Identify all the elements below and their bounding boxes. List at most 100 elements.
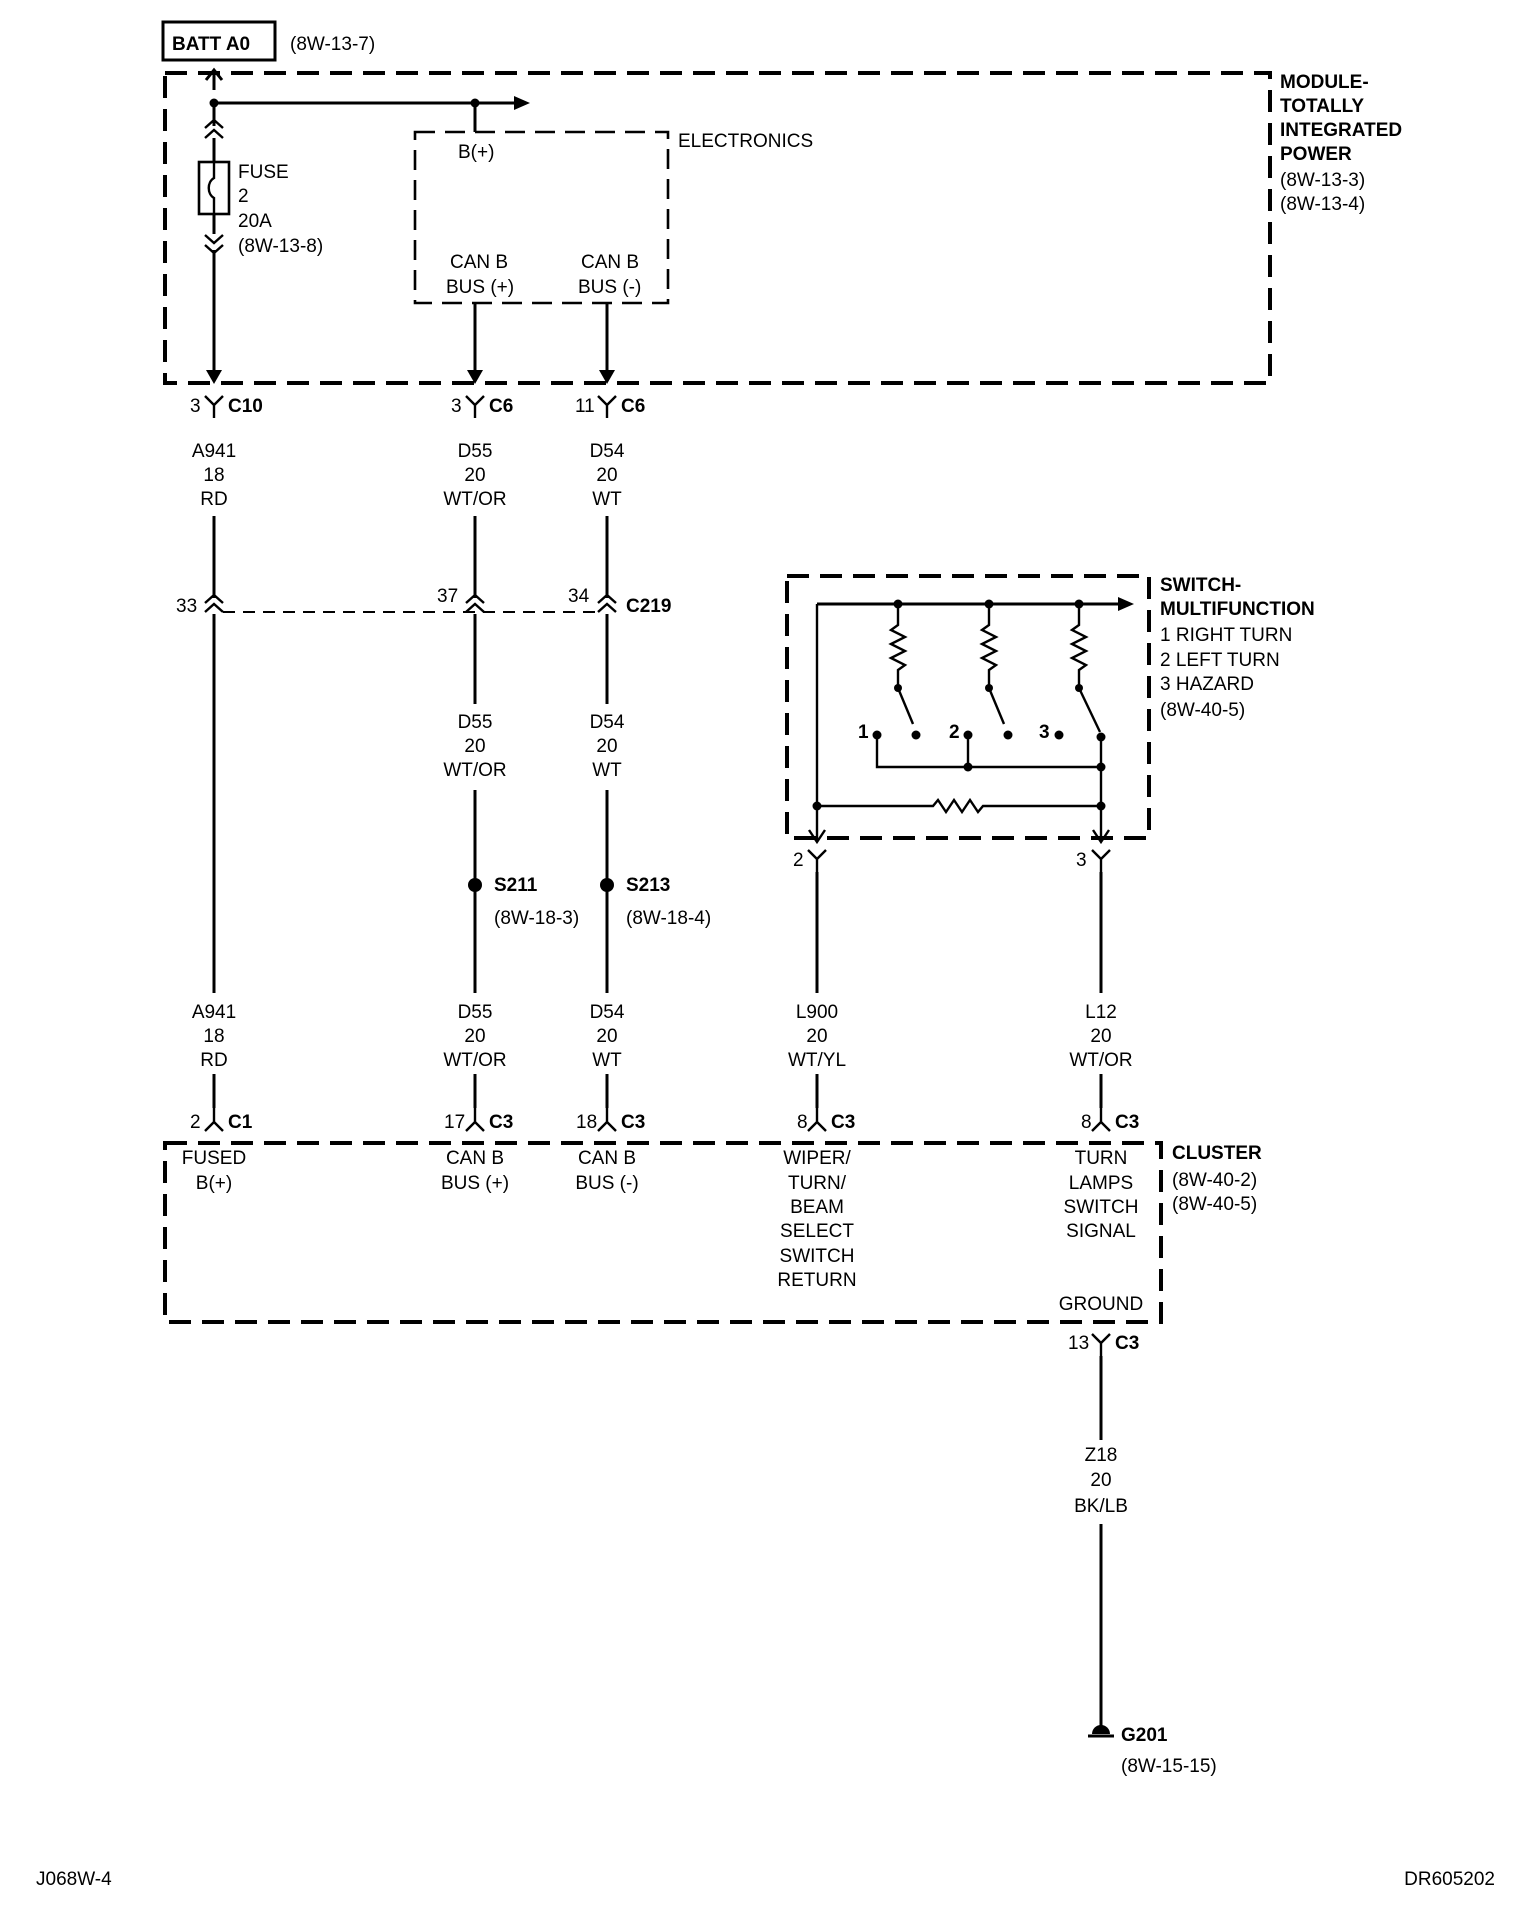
svg-text:A941: A941 [192, 1002, 236, 1023]
svg-text:(8W-15-15): (8W-15-15) [1121, 1756, 1217, 1777]
svg-text:20: 20 [464, 1026, 485, 1047]
svg-text:BUS (+): BUS (+) [441, 1173, 509, 1194]
svg-text:(8W-40-5): (8W-40-5) [1172, 1194, 1257, 1215]
svg-text:2: 2 [238, 186, 249, 207]
svg-text:D54: D54 [590, 441, 625, 462]
svg-text:3: 3 [190, 396, 201, 417]
svg-text:C3: C3 [1115, 1112, 1139, 1133]
svg-text:33: 33 [176, 596, 197, 617]
footer-right: DR605202 [1404, 1869, 1495, 1890]
svg-text:WT: WT [592, 760, 622, 781]
svg-text:RETURN: RETURN [777, 1270, 856, 1291]
cluster-can-plus: CAN B BUS (+) [441, 1148, 509, 1194]
connector-c6-pin11: 11 C6 [575, 395, 645, 418]
svg-text:BUS (-): BUS (-) [575, 1173, 638, 1194]
svg-text:G201: G201 [1121, 1725, 1168, 1746]
electronics-can-plus-label: CAN B BUS (+) [446, 252, 514, 298]
svg-text:WT/OR: WT/OR [1069, 1050, 1132, 1071]
svg-text:3: 3 [451, 396, 462, 417]
switch-internal-circuit [808, 597, 1134, 845]
svg-text:20: 20 [1090, 1026, 1111, 1047]
svg-text:MULTIFUNCTION: MULTIFUNCTION [1160, 599, 1315, 620]
svg-text:SWITCH: SWITCH [780, 1246, 855, 1267]
cluster-ground: GROUND [1059, 1294, 1143, 1315]
svg-text:SIGNAL: SIGNAL [1066, 1221, 1136, 1242]
svg-text:2: 2 [793, 850, 804, 871]
svg-text:A941: A941 [192, 441, 236, 462]
svg-text:BUS (-): BUS (-) [578, 277, 641, 298]
svg-text:37: 37 [437, 586, 458, 607]
svg-text:BUS (+): BUS (+) [446, 277, 514, 298]
tipm-label: MODULE- TOTALLY INTEGRATED POWER (8W-13-… [1280, 72, 1402, 215]
connector-switch-pin2: 2 [793, 849, 827, 872]
svg-text:WT: WT [592, 1050, 622, 1071]
svg-text:18: 18 [576, 1112, 597, 1133]
connector-c3-pin13: 13 C3 [1068, 1333, 1139, 1356]
svg-text:20: 20 [596, 736, 617, 757]
svg-text:WT/OR: WT/OR [443, 489, 506, 510]
batt-ref: (8W-13-7) [290, 34, 375, 55]
connector-switch-pin3: 3 [1076, 849, 1111, 872]
svg-text:B(+): B(+) [196, 1173, 232, 1194]
svg-text:(8W-13-3): (8W-13-3) [1280, 170, 1365, 191]
svg-text:CAN B: CAN B [450, 252, 508, 273]
footer-left: J068W-4 [36, 1869, 112, 1890]
svg-text:3 HAZARD: 3 HAZARD [1160, 674, 1254, 695]
svg-text:2: 2 [190, 1112, 201, 1133]
svg-text:D55: D55 [458, 441, 493, 462]
svg-text:TURN/: TURN/ [788, 1173, 847, 1194]
svg-text:WT/OR: WT/OR [443, 760, 506, 781]
svg-text:20A: 20A [238, 211, 272, 232]
multifunction-switch-box [785, 574, 1151, 840]
svg-text:POWER: POWER [1280, 144, 1352, 165]
svg-text:RD: RD [200, 489, 227, 510]
svg-text:C1: C1 [228, 1112, 253, 1133]
ground-g201: G201 (8W-15-15) [1088, 1725, 1217, 1777]
connector-c3-pin18: 18 C3 [576, 1108, 645, 1133]
svg-text:13: 13 [1068, 1333, 1089, 1354]
svg-text:2: 2 [949, 722, 960, 743]
cluster-fused-bplus: FUSED B(+) [182, 1148, 246, 1194]
svg-text:S211: S211 [494, 875, 538, 896]
svg-text:(8W-18-4): (8W-18-4) [626, 908, 711, 929]
svg-text:20: 20 [596, 1026, 617, 1047]
switch-label: SWITCH- MULTIFUNCTION 1 RIGHT TURN 2 LEF… [1160, 575, 1315, 721]
svg-text:D54: D54 [590, 1002, 625, 1023]
svg-text:1 RIGHT TURN: 1 RIGHT TURN [1160, 625, 1292, 646]
svg-text:C10: C10 [228, 396, 263, 417]
svg-text:INTEGRATED: INTEGRATED [1280, 120, 1402, 141]
svg-text:(8W-18-3): (8W-18-3) [494, 908, 579, 929]
svg-text:8: 8 [797, 1112, 808, 1133]
svg-text:(8W-40-5): (8W-40-5) [1160, 700, 1245, 721]
svg-text:20: 20 [596, 465, 617, 486]
connector-c3-pin17: 17 C3 [444, 1108, 513, 1133]
wire-labels-overlay: A941 18 RD D55 20 WT/OR D54 20 WT D55 20… [192, 441, 1133, 1071]
svg-text:C219: C219 [626, 596, 671, 617]
fuse-label: FUSE 2 20A (8W-13-8) [238, 162, 323, 257]
batt-label: BATT A0 [172, 34, 250, 55]
svg-text:TOTALLY: TOTALLY [1280, 96, 1364, 117]
svg-text:FUSED: FUSED [182, 1148, 246, 1169]
connector-c10: 3 C10 [190, 395, 263, 418]
splice-s213: S213 (8W-18-4) [600, 875, 711, 929]
svg-text:WIPER/: WIPER/ [783, 1148, 851, 1169]
svg-text:C6: C6 [621, 396, 645, 417]
svg-text:BK/LB: BK/LB [1074, 1496, 1128, 1517]
electronics-can-minus-label: CAN B BUS (-) [578, 252, 641, 298]
svg-text:D55: D55 [458, 1002, 493, 1023]
svg-text:BEAM: BEAM [790, 1197, 844, 1218]
svg-text:34: 34 [568, 586, 590, 607]
electronics-label: ELECTRONICS [678, 131, 813, 152]
tipm-module-box [163, 71, 1272, 385]
cluster-turn-signal: TURN LAMPS SWITCH SIGNAL [1064, 1148, 1139, 1242]
svg-text:20: 20 [464, 465, 485, 486]
svg-text:20: 20 [806, 1026, 827, 1047]
connector-c6-pin3: 3 C6 [451, 395, 513, 418]
svg-text:(8W-40-2): (8W-40-2) [1172, 1170, 1257, 1191]
svg-text:C3: C3 [831, 1112, 855, 1133]
svg-text:3: 3 [1039, 722, 1050, 743]
wire-z18-label: Z18 20 BK/LB [1074, 1445, 1128, 1517]
svg-text:WT: WT [592, 489, 622, 510]
svg-text:11: 11 [575, 396, 595, 417]
